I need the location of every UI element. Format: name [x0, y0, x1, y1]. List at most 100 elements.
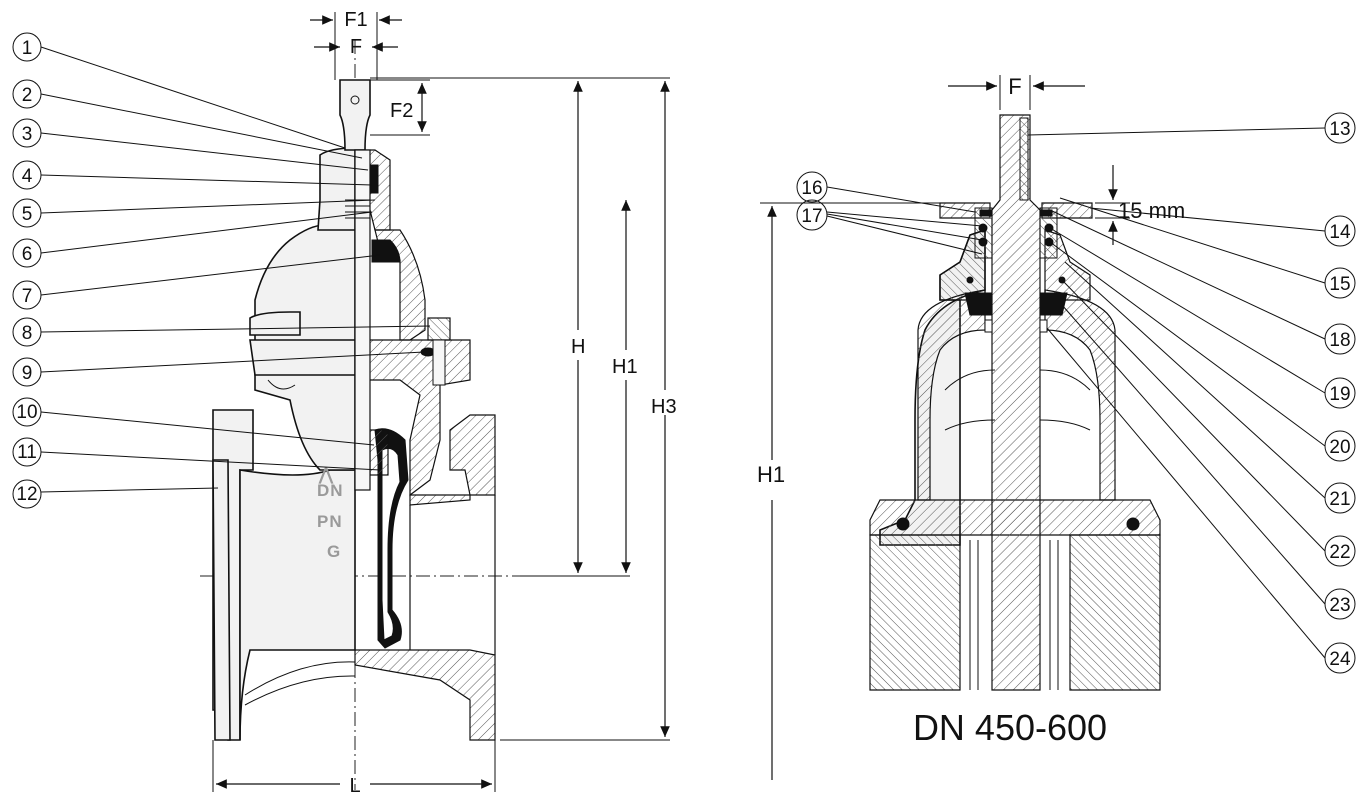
svg-text:1: 1: [22, 38, 33, 59]
right-gland-right: [1039, 207, 1058, 259]
left-seal-bonnet: [371, 239, 401, 263]
left-flange-face: [212, 459, 231, 741]
callout-11: 11: [12, 437, 381, 471]
svg-text:6: 6: [22, 244, 33, 265]
dim-f: F: [350, 36, 362, 58]
right-oring-right: [1126, 517, 1140, 531]
dim-h3: H3: [651, 396, 677, 418]
right-lower-wall-right: [1069, 534, 1161, 691]
svg-text:16: 16: [801, 178, 822, 199]
svg-text:18: 18: [1329, 330, 1350, 351]
right-inner-lines: [969, 540, 1059, 690]
left-seal-upper: [369, 164, 379, 194]
right-collar-right: [1039, 319, 1048, 333]
cast-logo-mark: ⋀: [318, 465, 334, 484]
dim-right-h1: H1: [757, 462, 785, 487]
callout-2: 2: [12, 79, 363, 159]
svg-text:21: 21: [1329, 489, 1350, 510]
left-bonnet-rib: [267, 379, 296, 390]
callout-23: 23: [1061, 304, 1356, 620]
right-dimensions: F 15 mm H1: [757, 74, 1185, 780]
left-body-curve: [244, 661, 356, 696]
dim-right-f: F: [1008, 74, 1021, 99]
left-wedge-nut: [369, 429, 389, 476]
right-spindle: [991, 114, 1041, 691]
right-callouts: 13 14 15 16 17: [796, 112, 1356, 674]
left-spindle: [354, 149, 371, 491]
callout-20: 20: [1049, 241, 1356, 462]
cast-mark-pn: PN: [317, 512, 343, 531]
callout-19: 19: [1049, 227, 1356, 409]
right-housing-wall-right: [1044, 289, 1116, 501]
left-valve-view: ⋀ DN PN G 1 2 3 4: [12, 9, 677, 792]
right-wedge-contour-3: [1039, 369, 1091, 391]
callout-4: 4: [12, 160, 373, 190]
right-view-title: DN 450-600: [913, 707, 1107, 748]
svg-text:10: 10: [16, 402, 37, 423]
callout-24: 24: [1046, 327, 1356, 674]
dim-right-gap: 15 mm: [1118, 198, 1185, 223]
svg-text:7: 7: [22, 286, 33, 307]
left-body-lower: [239, 469, 356, 741]
callout-16: 16: [796, 171, 976, 213]
dim-f1: F1: [344, 9, 367, 31]
left-right-flange-upper: [449, 414, 496, 496]
left-body-curve-2: [244, 675, 356, 706]
left-seat-section: [409, 494, 471, 506]
svg-text:4: 4: [22, 166, 33, 187]
svg-text:14: 14: [1329, 222, 1351, 243]
left-callouts: 1 2 3 4 5: [12, 32, 431, 509]
right-gland-left: [974, 207, 993, 259]
callout-17: 17: [796, 199, 983, 255]
svg-text:24: 24: [1329, 649, 1351, 670]
callout-15: 15: [1059, 197, 1356, 299]
callout-6: 6: [12, 211, 373, 268]
left-gland: [317, 147, 356, 231]
cast-mark-dn: DN: [317, 481, 344, 500]
callout-3: 3: [12, 118, 369, 171]
left-bonnet-flange: [249, 339, 356, 376]
svg-text:5: 5: [22, 204, 33, 225]
left-spindle-hole: [350, 95, 360, 105]
svg-text:19: 19: [1329, 384, 1350, 405]
svg-text:15: 15: [1329, 274, 1350, 295]
left-wedge-core: [381, 447, 401, 641]
dim-h: H: [571, 336, 585, 358]
callout-12: 12: [12, 479, 219, 509]
svg-text:12: 12: [16, 484, 37, 505]
dim-l: L: [349, 775, 360, 792]
right-oring-left: [896, 517, 910, 531]
callout-8: 8: [12, 317, 431, 347]
svg-text:22: 22: [1329, 542, 1350, 563]
left-body-section-lower: [354, 649, 496, 741]
right-lower-wall-left: [869, 534, 961, 691]
callout-9: 9: [12, 351, 425, 387]
callout-1: 1: [12, 32, 346, 149]
left-spindle-cap: [339, 79, 371, 151]
callout-22: 22: [1061, 279, 1356, 567]
svg-text:17: 17: [801, 206, 822, 227]
svg-text:9: 9: [22, 363, 33, 384]
dim-f2: F2: [390, 100, 413, 122]
right-collar-left: [984, 319, 993, 333]
svg-text:23: 23: [1329, 595, 1350, 616]
left-bolt-boss: [249, 311, 301, 336]
svg-text:13: 13: [1329, 119, 1350, 140]
left-bolt-shank: [432, 339, 446, 386]
svg-text:20: 20: [1329, 437, 1350, 458]
svg-text:11: 11: [17, 442, 37, 463]
callout-10: 10: [12, 397, 375, 446]
svg-text:8: 8: [22, 323, 33, 344]
left-dimensions: F1 F F2 H H1 H3: [212, 9, 677, 792]
svg-text:2: 2: [22, 85, 33, 106]
callout-5: 5: [12, 198, 376, 228]
dim-h1: H1: [612, 356, 638, 378]
right-wedge-contour-2: [944, 419, 996, 431]
callout-21: 21: [1064, 261, 1356, 514]
right-wedge-contour-1: [944, 369, 996, 391]
svg-text:3: 3: [22, 124, 33, 145]
right-housing-wall-left: [917, 289, 986, 501]
cast-mark-g: G: [327, 542, 341, 561]
right-valve-view: 13 14 15 16 17: [757, 74, 1356, 780]
